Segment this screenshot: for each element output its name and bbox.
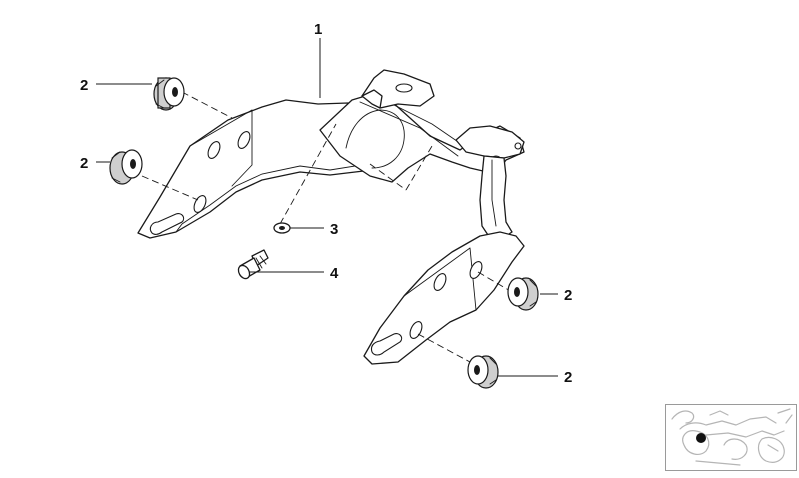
bracket-hole-left-upper [207, 141, 221, 159]
callout-1: 1 [314, 21, 322, 38]
bracket-right-leg [479, 155, 513, 241]
callout-2-right-lower: 2 [564, 369, 572, 386]
bracket-right-plate-fold [403, 247, 477, 323]
bracket-hole-left-mid [237, 131, 251, 149]
washer-part-3[interactable] [273, 222, 291, 234]
bracket-slot-left [149, 213, 185, 235]
bracket-top-ear-left-front [361, 89, 383, 109]
bracket-ear-hole-left [395, 83, 413, 93]
grommet-lower-left[interactable] [109, 149, 143, 185]
screw-part-4[interactable] [236, 249, 269, 281]
bracket-part-1[interactable] [137, 69, 525, 365]
location-marker [696, 433, 706, 443]
callout-2-upper-left: 2 [80, 77, 88, 94]
callout-labels: 1 2 2 2 2 3 4 [80, 21, 572, 386]
grommet-right-lower[interactable] [467, 355, 499, 389]
bracket-slot-right [370, 333, 403, 356]
grommet-upper-left[interactable] [153, 77, 185, 111]
grommet-right-upper[interactable] [507, 277, 539, 311]
callout-4: 4 [330, 265, 339, 282]
location-thumbnail[interactable] [665, 404, 797, 471]
assembly-lines [141, 91, 513, 363]
bracket-right-leg-edge [491, 159, 497, 227]
bracket-ear-hole-right-top [514, 142, 522, 150]
bracket-left-fold [189, 109, 253, 187]
bracket-hole-right-mid [469, 261, 483, 279]
motorcycle-silhouette [671, 408, 793, 466]
leader-lines [96, 38, 558, 377]
bracket-hole-right-upper [433, 273, 447, 291]
callout-3: 3 [330, 221, 338, 238]
bracket-top-ear-right [455, 125, 525, 159]
bracket-right-plate [363, 231, 525, 365]
callout-2-lower-left: 2 [80, 155, 88, 172]
callout-2-right-upper: 2 [564, 287, 572, 304]
